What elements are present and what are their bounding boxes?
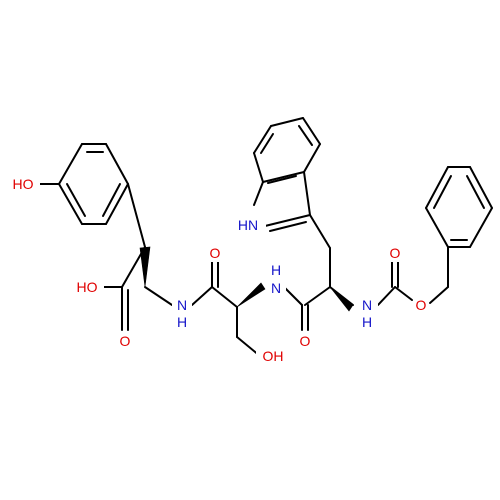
bond — [191, 286, 213, 306]
bond — [253, 152, 264, 183]
trp-alpha-wedge — [329, 286, 354, 312]
bond — [394, 286, 413, 301]
bond — [253, 181, 264, 206]
bond — [298, 125, 313, 146]
bond-layer — [39, 117, 493, 357]
bond — [304, 286, 331, 306]
atom-label-layer: HO HO O N H O H N OH O HN N H O O — [6, 174, 429, 366]
acid-hydroxyl-label: HO — [77, 279, 98, 295]
cbz-carbonyl-oxygen-label: O — [390, 245, 401, 261]
bond — [433, 175, 452, 209]
bond — [469, 166, 493, 209]
ser-amide-nitrogen-label: N — [271, 280, 281, 296]
bond — [105, 143, 129, 185]
label-background — [117, 332, 133, 350]
ser-carbonyl-oxygen-label: O — [210, 245, 221, 261]
label-background — [297, 332, 313, 350]
bond — [211, 286, 238, 308]
tyr-amide-nitrogen-label: N — [177, 297, 187, 313]
indole-nh-label: HN — [238, 217, 258, 233]
bond — [425, 166, 449, 209]
bond — [66, 183, 86, 217]
bond — [303, 143, 321, 173]
label-background — [413, 296, 429, 314]
label-background — [256, 346, 290, 366]
tyr-amide-hydrogen-label: H — [177, 314, 187, 330]
label-background — [230, 215, 266, 235]
phenol-hydroxyl-label: HO — [13, 176, 34, 192]
trp-carbonyl-oxygen-label: O — [300, 333, 311, 349]
label-background — [207, 244, 223, 262]
label-background — [6, 174, 40, 194]
bond — [102, 183, 121, 217]
bond — [283, 286, 303, 306]
label-background — [70, 277, 104, 297]
bond — [377, 286, 396, 306]
ser-amide-hydrogen-label: H — [271, 262, 281, 278]
bond — [58, 183, 83, 225]
ser-alpha-wedge — [236, 282, 266, 308]
bond — [303, 171, 311, 216]
label-background — [266, 262, 286, 298]
bond — [58, 143, 83, 185]
bond — [267, 175, 297, 184]
bond — [144, 286, 173, 306]
bond — [270, 117, 304, 127]
bond — [302, 117, 321, 145]
bond — [466, 175, 485, 209]
bond — [469, 207, 493, 248]
cbz-ester-oxygen-label: O — [416, 297, 427, 313]
cbz-hydrogen-label: H — [362, 314, 372, 330]
bond — [425, 207, 449, 248]
acid-carbonyl-oxygen-label: O — [120, 333, 131, 349]
bond — [262, 171, 305, 183]
bond — [260, 133, 274, 154]
tyr-alpha-wedge — [139, 246, 151, 288]
label-background — [172, 296, 192, 332]
bond — [264, 214, 311, 227]
cbz-nitrogen-label: N — [362, 297, 372, 313]
bond — [253, 125, 272, 154]
bond — [309, 214, 331, 249]
bond — [105, 183, 129, 225]
bond — [127, 183, 146, 248]
bond — [429, 286, 449, 304]
stereo-wedge-layer — [139, 246, 354, 312]
bond — [269, 221, 307, 232]
label-background — [387, 244, 403, 262]
ser-hydroxyl-label: OH — [263, 348, 284, 364]
label-background — [356, 296, 378, 332]
